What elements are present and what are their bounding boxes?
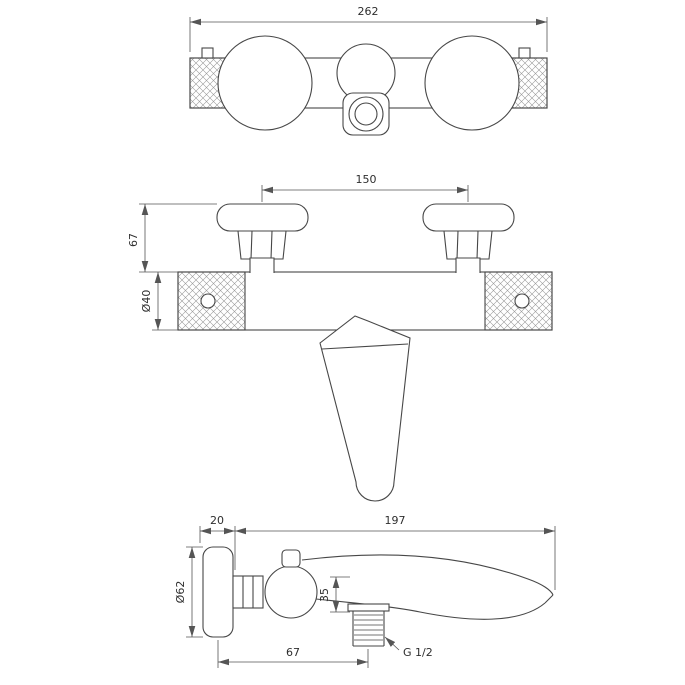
spout-side-top-edge [301, 554, 554, 596]
top-screw-right [518, 47, 531, 59]
dim-outlet-offset: 67 [286, 646, 300, 659]
front-screw-hole-left [200, 293, 216, 309]
front-view-dimensions [139, 185, 469, 331]
dim-plate-depth: 20 [210, 514, 224, 527]
front-view [177, 203, 553, 502]
connector-nut-side [232, 575, 264, 609]
spout-side-bottom-edge [315, 598, 546, 620]
side-view-dimensions [186, 526, 556, 668]
top-spout-outlet-inner [354, 102, 378, 126]
dim-overall-width: 262 [358, 5, 379, 18]
top-view [189, 35, 548, 136]
front-screw-hole-right [514, 293, 530, 309]
threaded-outlet [347, 603, 390, 647]
knob-side [281, 549, 301, 568]
dim-handle-height: 67 [127, 233, 140, 247]
dim-handle-spacing: 150 [356, 173, 377, 186]
wall-plate-side [202, 546, 234, 638]
top-rosette-left [217, 35, 313, 131]
dim-outlet-drop: 35 [318, 588, 331, 602]
top-view-dimensions [189, 17, 548, 52]
top-rosette-right [424, 35, 520, 131]
label-thread-size: G 1/2 [403, 646, 433, 659]
valve-body-side [264, 565, 318, 619]
top-screw-left [201, 47, 214, 59]
dim-body-diameter: Ø40 [140, 290, 153, 313]
handle-left [216, 203, 309, 273]
dim-spout-reach: 197 [385, 514, 406, 527]
handle-right [422, 203, 515, 273]
side-view [202, 546, 554, 647]
spout-front [319, 315, 411, 502]
dim-plate-diameter: Ø62 [174, 581, 187, 604]
